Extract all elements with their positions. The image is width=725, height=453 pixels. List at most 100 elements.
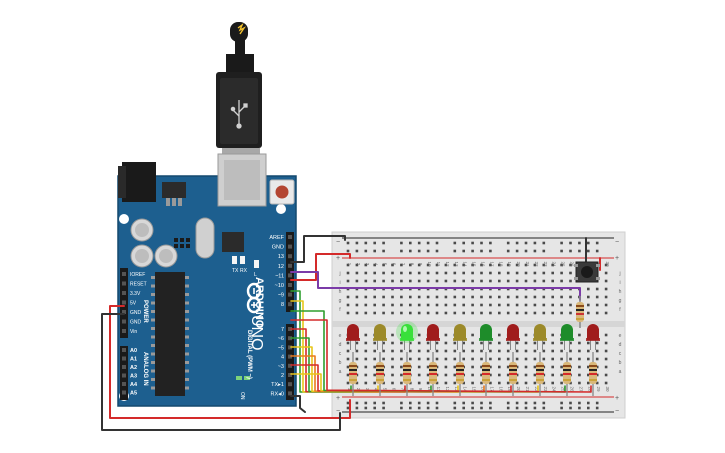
breadboard-hole <box>391 365 394 369</box>
breadboard-hole <box>498 365 501 369</box>
column-number: 14 <box>463 261 468 267</box>
breadboard-hole <box>515 241 519 245</box>
breadboard-hole <box>542 349 546 353</box>
breadboard-hole <box>480 406 483 410</box>
breadboard-hole <box>542 263 546 267</box>
breadboard-hole <box>489 381 492 385</box>
led[interactable] <box>586 324 600 350</box>
breadboard-hole <box>391 311 394 315</box>
breadboard-hole <box>569 406 572 410</box>
resistor <box>376 352 384 396</box>
rx-label: RX <box>240 268 248 274</box>
breadboard-hole <box>595 295 599 299</box>
breadboard-hole <box>364 357 368 361</box>
resistor <box>482 352 490 396</box>
column-number: 20 <box>516 386 521 392</box>
breadboard-hole <box>542 249 546 253</box>
breadboard-hole <box>524 401 528 405</box>
led[interactable] <box>506 324 520 350</box>
breadboard-hole <box>426 406 430 410</box>
breadboard-hole <box>533 373 537 377</box>
column-number: 10 <box>427 261 432 267</box>
breadboard-hole <box>471 279 474 283</box>
analog-header-title: ANALOG IN <box>142 352 148 386</box>
led[interactable] <box>373 324 387 350</box>
breadboard-hole <box>346 271 350 275</box>
breadboard-hole <box>569 295 572 299</box>
usb-cable[interactable] <box>216 22 262 158</box>
breadboard-hole <box>426 365 430 369</box>
breadboard-hole <box>587 365 590 369</box>
breadboard-hole <box>569 249 572 253</box>
led[interactable] <box>396 321 418 350</box>
column-number: 20 <box>516 261 521 267</box>
breadboard-hole <box>400 303 403 307</box>
breadboard-hole <box>364 349 368 353</box>
breadboard-hole <box>462 279 465 283</box>
breadboard-hole <box>400 311 403 315</box>
led[interactable] <box>560 324 574 350</box>
breadboard-hole <box>453 249 457 253</box>
breadboard-hole <box>435 401 439 405</box>
resistor <box>349 352 357 396</box>
column-number: 17 <box>489 386 494 392</box>
lightning-icon <box>237 22 247 35</box>
breadboard-hole <box>587 381 590 385</box>
led[interactable] <box>426 324 440 350</box>
breadboard-hole <box>560 263 563 267</box>
breadboard-hole <box>524 263 528 267</box>
row-letter: e <box>619 333 622 339</box>
wires[interactable] <box>101 235 601 431</box>
breadboard-hole <box>382 341 385 345</box>
breadboard-hole <box>426 263 430 267</box>
breadboard-hole <box>498 333 501 337</box>
breadboard-hole <box>355 406 359 410</box>
digital-header-bottom <box>286 324 294 400</box>
breadboard-hole <box>400 373 403 377</box>
breadboard-hole <box>409 241 412 245</box>
column-number: 16 <box>481 261 486 267</box>
power-pin-label: 3.3V <box>130 291 141 297</box>
crystal-oscillator <box>195 217 215 259</box>
breadboard-hole <box>391 295 394 299</box>
breadboard-hole <box>471 249 474 253</box>
usb-chip <box>222 232 244 252</box>
breadboard-hole <box>515 373 519 377</box>
breadboard-hole <box>417 295 421 299</box>
breadboard-hole <box>426 373 430 377</box>
breadboard-hole <box>587 249 590 253</box>
led[interactable] <box>453 324 467 350</box>
breadboard-hole <box>409 271 412 275</box>
led[interactable] <box>479 324 493 350</box>
pushbutton[interactable] <box>574 261 600 283</box>
breadboard-hole <box>471 303 474 307</box>
breadboard-hole <box>480 279 483 283</box>
arduino-board[interactable]: TX RX L ARDUINO UNO ON IOREFRESET3.3V5VG… <box>117 153 297 407</box>
breadboard-hole <box>400 241 403 245</box>
breadboard-hole <box>524 333 528 337</box>
breadboard-hole <box>364 295 368 299</box>
breadboard-hole <box>560 279 563 283</box>
breadboard-hole <box>462 303 465 307</box>
analog-pin-label: A3 <box>130 374 137 380</box>
breadboard-hole <box>409 263 412 267</box>
breadboard-hole <box>435 357 439 361</box>
breadboard-hole <box>506 263 510 267</box>
analog-pin-label: A4 <box>130 382 138 388</box>
column-number: 23 <box>543 261 548 267</box>
digital-pin-label: ~3 <box>278 364 284 370</box>
resistor <box>403 352 411 396</box>
breadboard-hole <box>417 381 421 385</box>
led[interactable] <box>346 324 360 350</box>
breadboard-hole <box>498 341 501 345</box>
breadboard-hole <box>426 349 430 353</box>
breadboard-hole <box>391 333 394 337</box>
center-channel <box>332 321 625 327</box>
breadboard-hole <box>364 381 368 385</box>
led[interactable] <box>533 324 547 350</box>
column-number: 6 <box>392 263 397 266</box>
column-number: 22 <box>534 261 539 267</box>
row-letter: i <box>619 280 620 286</box>
components <box>346 321 600 396</box>
